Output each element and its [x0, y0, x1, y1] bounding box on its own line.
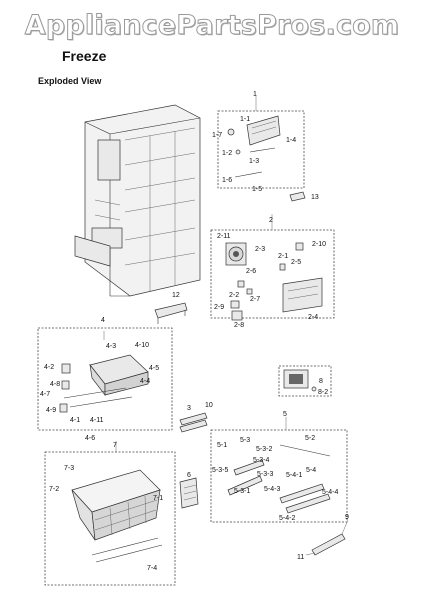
page-subtitle: Exploded View: [38, 76, 102, 86]
callout-8: 8: [319, 378, 323, 385]
callout-4-11: 4-11: [90, 417, 104, 424]
callout-2-9: 2-9: [214, 304, 224, 311]
callout-1-7: 1-7: [212, 132, 222, 139]
callout-7-4: 7-4: [147, 565, 157, 572]
callout-2-10: 2-10: [312, 241, 326, 248]
callout-2-7: 2-7: [250, 296, 260, 303]
assembly-group-4: [37, 327, 173, 431]
callout-4-9: 4-9: [46, 407, 56, 414]
callout-5-3-2: 5-3-2: [256, 446, 272, 453]
part-12-handle: [154, 302, 188, 324]
callout-4-4: 4-4: [140, 378, 150, 385]
callout-4-10: 4-10: [135, 342, 149, 349]
callout-12: 12: [172, 292, 180, 299]
callout-5-3-5: 5-3-5: [212, 467, 228, 474]
assembly-group-2: [210, 214, 335, 321]
assembly-group-8: [278, 365, 332, 397]
callout-2: 2: [269, 217, 273, 224]
callout-3: 3: [187, 405, 191, 412]
callout-10: 10: [205, 402, 213, 409]
callout-13: 13: [311, 194, 319, 201]
callout-5-3-4: 5-3-4: [253, 457, 269, 464]
callout-5-3-1: 5-3-1: [234, 488, 250, 495]
callout-4: 4: [101, 317, 105, 324]
callout-4-1: 4-1: [70, 417, 80, 424]
callout-7: 7: [113, 442, 117, 449]
callout-5-4-1: 5-4-1: [286, 472, 302, 479]
callout-5-2: 5-2: [305, 435, 315, 442]
assembly-group-1: [217, 96, 305, 189]
callout-1-1: 1-1: [240, 116, 250, 123]
callout-1-6: 1-6: [222, 177, 232, 184]
callout-1-4: 1-4: [286, 137, 296, 144]
refrigerator-cabinet: [74, 104, 201, 297]
callout-2-5: 2-5: [291, 259, 301, 266]
callout-1-3: 1-3: [249, 158, 259, 165]
parts-3-and-10: [179, 412, 208, 433]
callout-6: 6: [187, 472, 191, 479]
callout-8-2: 8-2: [318, 389, 328, 396]
callout-2-6: 2-6: [246, 268, 256, 275]
callout-4-2: 4-2: [44, 364, 54, 371]
callout-7-1: 7-1: [153, 495, 163, 502]
callout-7-2: 7-2: [49, 486, 59, 493]
callout-5-3: 5-3: [240, 437, 250, 444]
parts-9-and-11: [305, 519, 349, 556]
callout-11: 11: [297, 554, 304, 561]
callout-4-5: 4-5: [149, 365, 159, 372]
page-title: Freeze: [62, 48, 107, 64]
callout-5-4: 5-4: [306, 467, 316, 474]
callout-4-6: 4-6: [85, 435, 95, 442]
assembly-group-7: [44, 441, 176, 586]
part-6: [179, 477, 199, 509]
callout-5-4-2: 5-4-2: [279, 515, 295, 522]
callout-1-5: 1-5: [252, 186, 262, 193]
callout-5: 5: [283, 411, 287, 418]
assembly-group-5: [210, 417, 348, 523]
callout-1-2: 1-2: [222, 150, 232, 157]
callout-9: 9: [345, 514, 349, 521]
callout-2-8: 2-8: [234, 322, 244, 329]
callout-5-3-3: 5-3-3: [257, 471, 273, 478]
callout-2-3: 2-3: [255, 246, 265, 253]
callout-4-3: 4-3: [106, 343, 116, 350]
watermark-text: AppliancePartsPros.com: [24, 10, 400, 42]
callout-5-1: 5-1: [217, 442, 227, 449]
callout-4-7: 4-7: [40, 391, 50, 398]
callout-7-3: 7-3: [64, 465, 74, 472]
callout-5-4-3: 5-4-3: [264, 486, 280, 493]
callout-2-2: 2-2: [229, 292, 239, 299]
callout-1: 1: [253, 91, 257, 98]
callout-4-8: 4-8: [50, 381, 60, 388]
callout-2-4: 2-4: [308, 314, 318, 321]
callout-5-4-4: 5-4-4: [322, 489, 338, 496]
part-13: [289, 191, 306, 202]
callout-2-11: 2-11: [217, 233, 231, 240]
callout-2-1: 2-1: [278, 253, 288, 260]
